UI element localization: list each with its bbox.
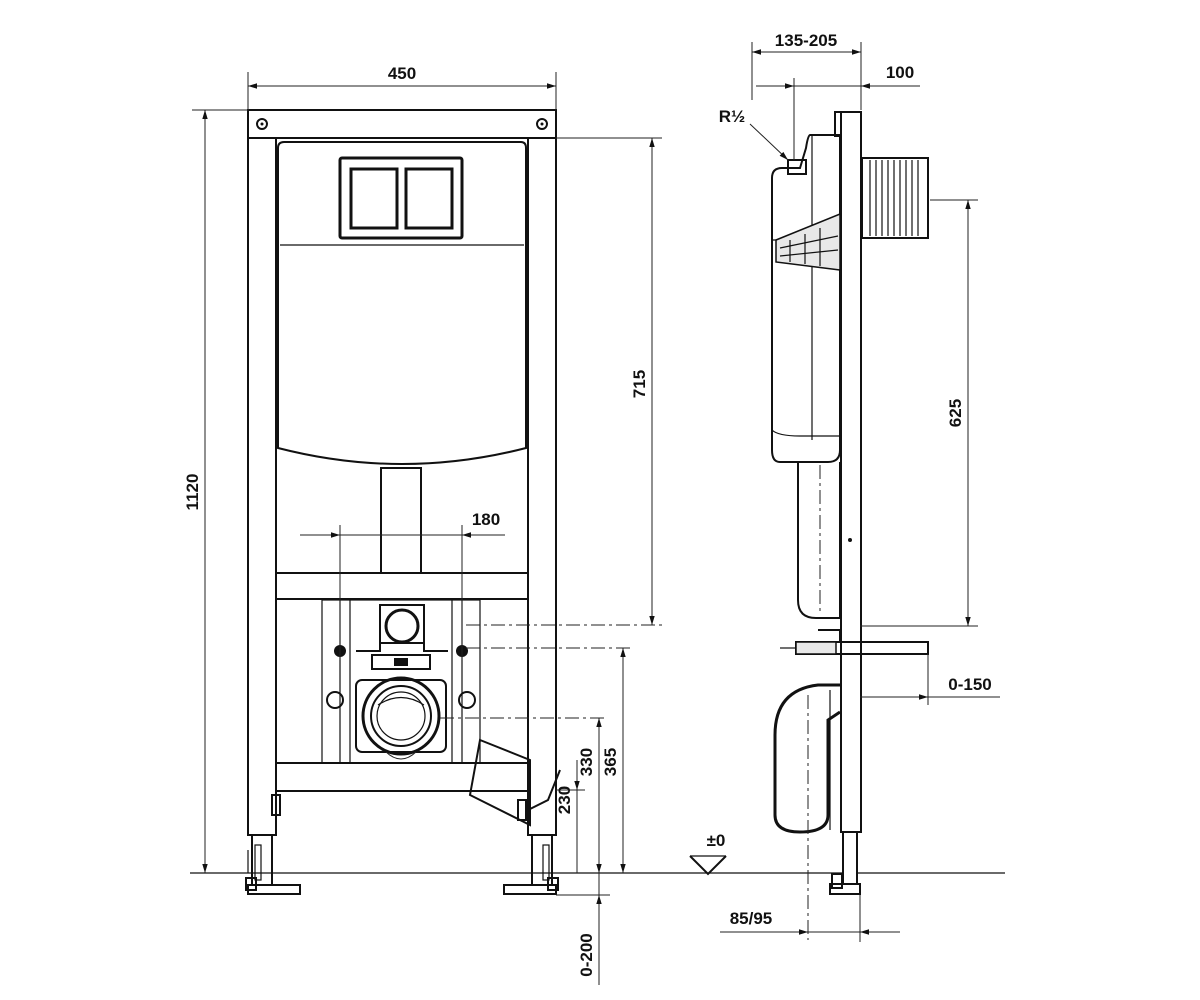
top-bar: [247, 109, 557, 139]
offset-label: 100: [886, 63, 914, 82]
range-label: 0-150: [948, 675, 991, 694]
thread-label: R½: [719, 107, 745, 126]
adjust-range-label: 0-200: [577, 933, 596, 976]
width-label: 450: [388, 64, 416, 83]
side-view: [689, 111, 929, 940]
side-downpipe: [797, 462, 841, 619]
support-bracket: [468, 738, 531, 827]
front-dimensions: 450 1120 715 180 365 330 230 0: [183, 64, 662, 985]
cistern-side-height-label: 625: [946, 399, 965, 427]
top-right-bolt-icon: [536, 118, 548, 130]
mounting-plate: [321, 599, 481, 764]
inlet-connector: [787, 159, 807, 175]
right-post: [527, 109, 557, 836]
flush-plate: [338, 156, 464, 240]
cistern-side: [771, 134, 841, 463]
side-frame-post: [840, 111, 862, 833]
actuator-ribs: [869, 160, 919, 236]
floor-symbol-icon: [689, 855, 727, 876]
height-label: 1120: [183, 474, 202, 511]
side-leg: [842, 831, 858, 885]
middle-bar: [275, 572, 529, 600]
flush-button-left: [349, 167, 399, 230]
water-inlet-icon: [384, 608, 420, 644]
outlet-height-label: 330: [577, 748, 596, 776]
inlet-height-label: 365: [601, 748, 620, 776]
top-left-bolt-icon: [256, 118, 268, 130]
base-offset-label: 85/95: [730, 909, 773, 928]
waste-outlet-icon: [361, 676, 441, 756]
depth-label: 135-205: [775, 31, 837, 50]
cistern-height-label: 715: [630, 370, 649, 398]
front-view: [190, 109, 1005, 895]
left-post: [247, 109, 277, 836]
waste-bend: [773, 683, 841, 834]
downpipe: [380, 467, 422, 574]
foot-height-label: 230: [555, 786, 574, 814]
cistern: [277, 141, 527, 465]
actuator-housing: [861, 157, 929, 239]
flush-button-right: [404, 167, 454, 230]
side-foot: [829, 883, 861, 895]
bottom-bar: [275, 762, 529, 792]
floor-level-label: ±0: [707, 831, 726, 850]
side-dimensions: 135-205 100 R½ 625 0-150 85/95 ±0: [707, 31, 1000, 942]
spacing-label: 180: [472, 510, 500, 529]
